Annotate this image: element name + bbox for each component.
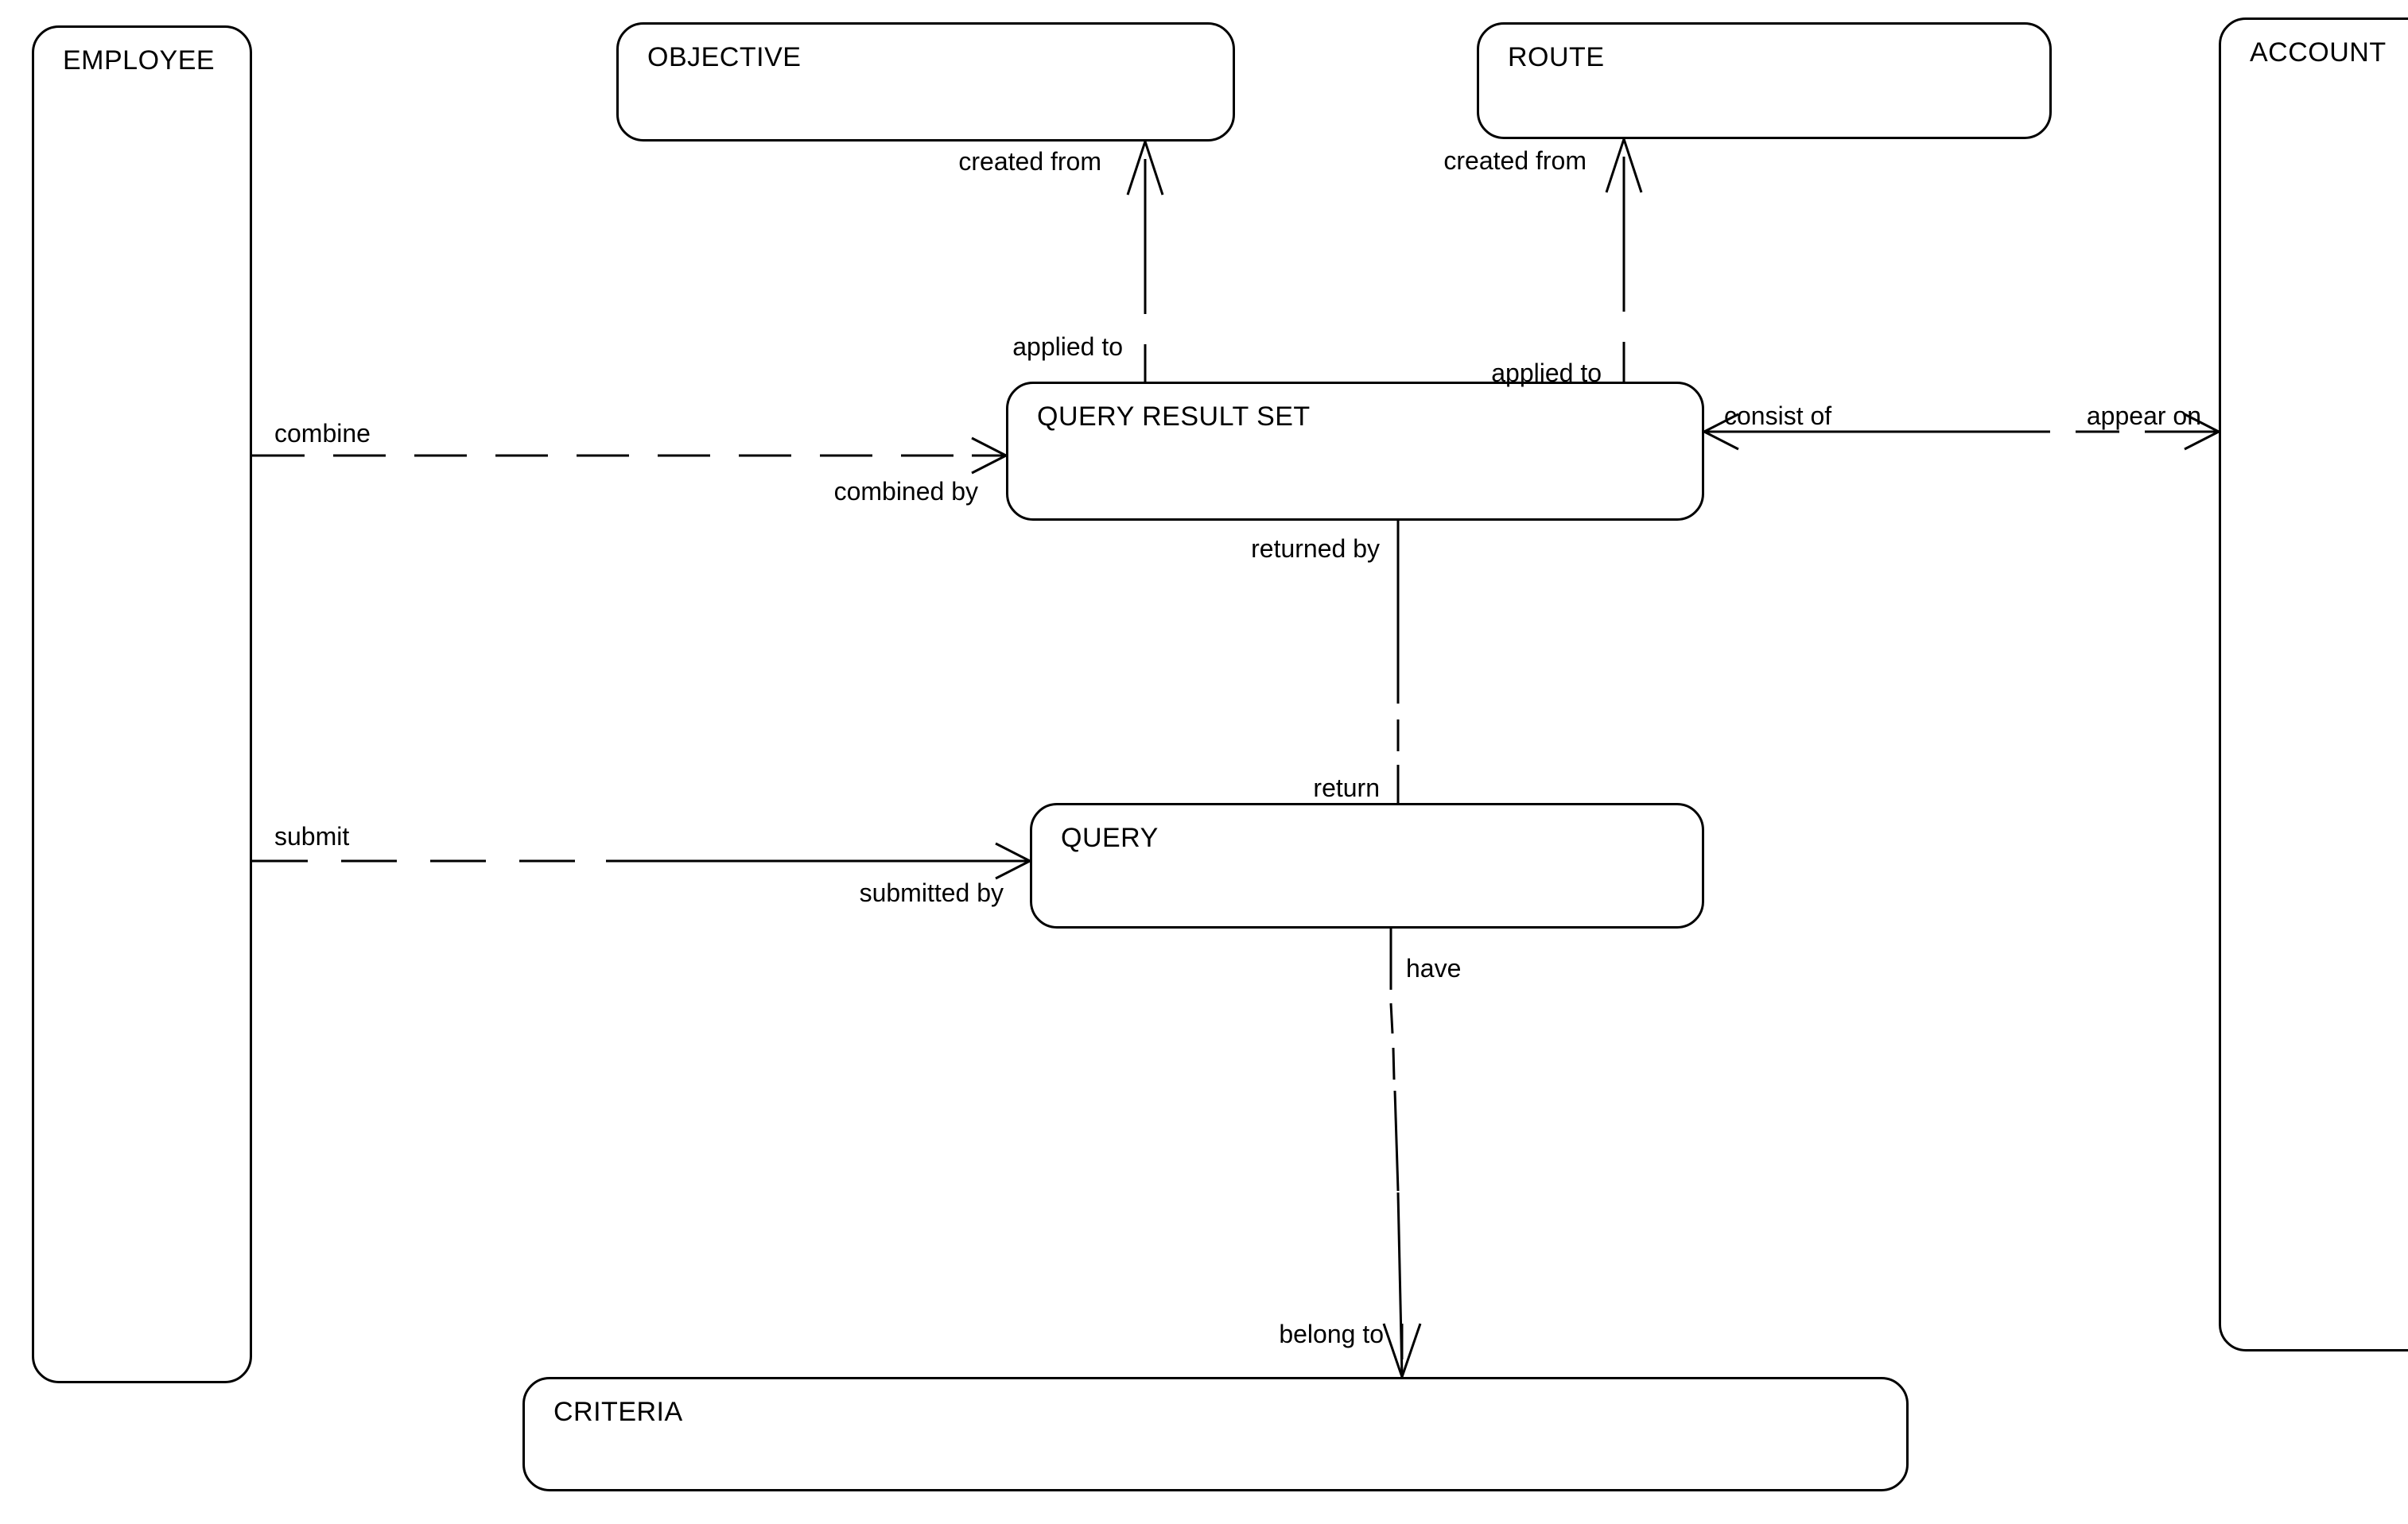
crowsfoot-criteria-belong-to: [1382, 1323, 1422, 1378]
entity-employee[interactable]: EMPLOYEE: [32, 25, 252, 1383]
relationship-label-return: return: [1313, 774, 1380, 802]
entity-label-account: ACCOUNT: [2250, 37, 2387, 68]
relationship-label-combined-by: combined by: [833, 477, 978, 506]
entity-label-criteria: CRITERIA: [553, 1397, 683, 1427]
line-query-criteria-d: [1393, 1090, 1400, 1192]
entity-criteria[interactable]: CRITERIA: [522, 1377, 1909, 1491]
relationship-query-criteria[interactable]: [1382, 929, 1422, 1378]
relationship-label-belong-to: belong to: [1279, 1320, 1384, 1348]
crowsfoot-account-appear-on: [2184, 413, 2220, 451]
entity-label-objective: OBJECTIVE: [647, 42, 802, 72]
relationship-label-have: have: [1406, 954, 1462, 983]
relationship-employee-query-result-set[interactable]: [252, 436, 1007, 475]
relationship-label-consist-of: consist of: [1724, 401, 1832, 430]
entity-query-result-set[interactable]: QUERY RESULT SET: [1006, 382, 1704, 521]
relationship-route-query-result-set[interactable]: [1605, 138, 1643, 382]
relationship-label-submitted-by: submitted by: [859, 878, 1004, 907]
relationship-employee-query[interactable]: [252, 842, 1031, 880]
crowsfoot-objective: [1126, 141, 1164, 196]
entity-objective[interactable]: OBJECTIVE: [616, 22, 1235, 142]
crowsfoot-qrs-consist-of: [1703, 413, 1739, 451]
entity-label-query-result-set: QUERY RESULT SET: [1037, 401, 1311, 432]
relationship-label-applied-to-route: applied to: [1491, 359, 1602, 387]
relationship-label-combine: combine: [274, 419, 371, 448]
entity-query[interactable]: QUERY: [1030, 803, 1704, 929]
entity-label-query: QUERY: [1061, 823, 1159, 853]
relationship-label-submit: submit: [274, 822, 350, 851]
relationship-objective-query-result-set[interactable]: [1126, 141, 1164, 382]
line-query-criteria-c: [1392, 1047, 1396, 1080]
entity-label-employee: EMPLOYEE: [63, 45, 216, 76]
crowsfoot-query-submitted-by: [995, 842, 1031, 880]
line-query-criteria-b: [1389, 1002, 1394, 1034]
relationship-label-appear-on: appear on: [2086, 401, 2201, 430]
entity-label-route: ROUTE: [1508, 42, 1605, 72]
crowsfoot-route: [1605, 138, 1643, 193]
relationship-label-applied-to-objective: applied to: [1012, 332, 1123, 361]
entity-route[interactable]: ROUTE: [1477, 22, 2052, 139]
relationship-label-returned-by: returned by: [1251, 534, 1380, 563]
crowsfoot-qrs-combined: [971, 436, 1007, 475]
relationship-label-created-from-route: created from: [1443, 146, 1587, 175]
relationship-label-created-from-objective: created from: [958, 147, 1101, 176]
entity-account[interactable]: ACCOUNT: [2219, 17, 2408, 1351]
relationship-query-result-set-account[interactable]: [1703, 413, 2220, 451]
